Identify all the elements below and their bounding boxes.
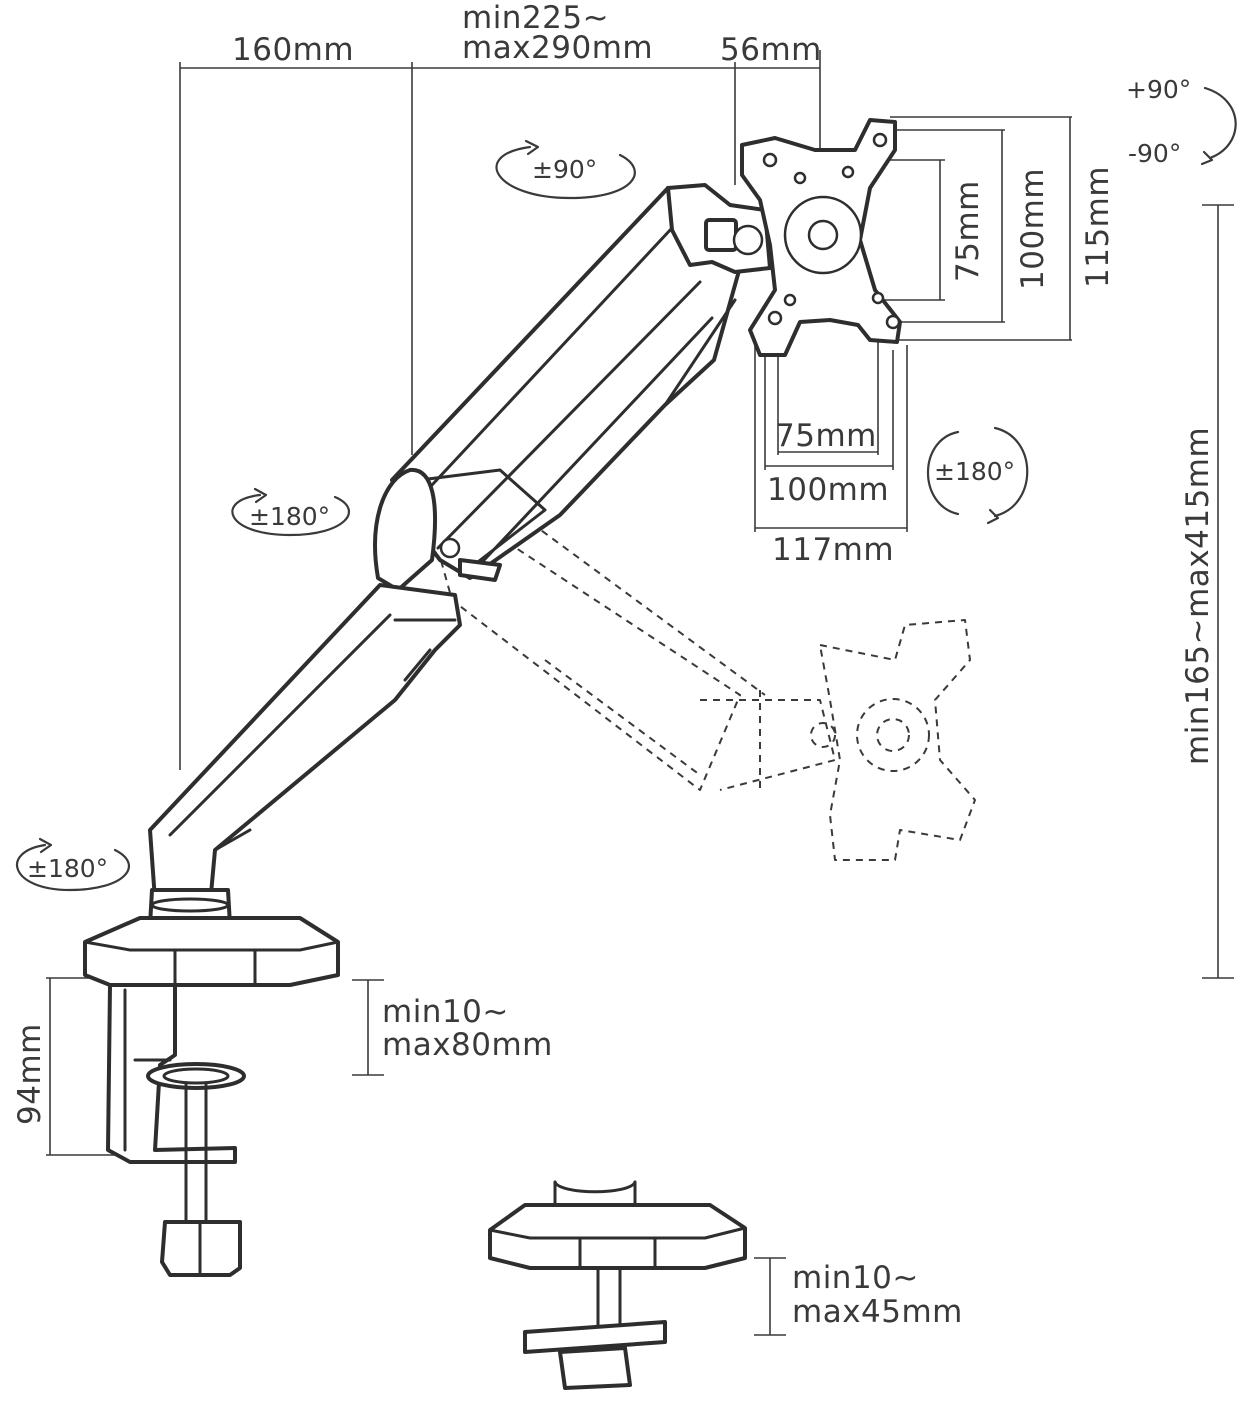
head-swivel-label: ±90° bbox=[532, 155, 597, 184]
clamp-height-label: 94mm bbox=[12, 1023, 48, 1125]
grommet-mount bbox=[488, 1180, 747, 1390]
grommet-desk-max-label: max45mm bbox=[792, 1294, 963, 1330]
reach-short-label: 160mm bbox=[232, 32, 354, 68]
tilt-head bbox=[666, 183, 772, 274]
plate-width-label: 117mm bbox=[772, 532, 894, 568]
base-swivel-indicator: ±180° bbox=[16, 837, 130, 892]
tilt-up-label: +90° bbox=[1126, 75, 1191, 104]
reach-long-max-label: max290mm bbox=[462, 30, 653, 66]
height-range-label: min165~max415mm bbox=[1180, 427, 1216, 765]
base-swivel-label: ±180° bbox=[27, 854, 108, 883]
clamp-desk-min-label: min10~ bbox=[382, 994, 509, 1030]
head-rotation-indicator: ±180° bbox=[927, 426, 1029, 525]
height-range-dimension-line bbox=[1202, 204, 1234, 979]
plate-width-dimension-lines bbox=[754, 335, 908, 532]
vesa-height-large-label: 100mm bbox=[1015, 168, 1051, 290]
vesa-width-large-label: 100mm bbox=[767, 472, 889, 508]
tilt-down-label: -90° bbox=[1128, 139, 1181, 168]
plate-height-label: 115mm bbox=[1080, 166, 1116, 288]
vesa-height-small-label: 75mm bbox=[950, 180, 986, 282]
c-clamp bbox=[106, 983, 246, 1277]
elbow-joint bbox=[373, 467, 502, 592]
tilt-indicator: +90° -90° bbox=[1126, 75, 1237, 168]
vesa-plate bbox=[740, 118, 902, 357]
forearm bbox=[148, 583, 462, 907]
desk-base-plate bbox=[83, 916, 340, 987]
head-offset-label: 56mm bbox=[720, 32, 822, 68]
elbow-swivel-label: ±180° bbox=[249, 502, 330, 531]
clamp-desk-max-label: max80mm bbox=[382, 1027, 553, 1063]
elbow-swivel-indicator: ±180° bbox=[231, 487, 350, 537]
top-dimension-lines bbox=[179, 50, 821, 770]
grommet-desk-min-label: min10~ bbox=[792, 1260, 919, 1296]
grommet-dimension-line bbox=[754, 1257, 786, 1336]
clamp-dimension-lines bbox=[46, 977, 384, 1156]
head-rotation-label: ±180° bbox=[934, 457, 1015, 486]
reach-long-min-label: min225~ bbox=[462, 0, 609, 36]
head-swivel-indicator: ±90° bbox=[495, 139, 636, 200]
vesa-width-small-label: 75mm bbox=[775, 418, 877, 454]
